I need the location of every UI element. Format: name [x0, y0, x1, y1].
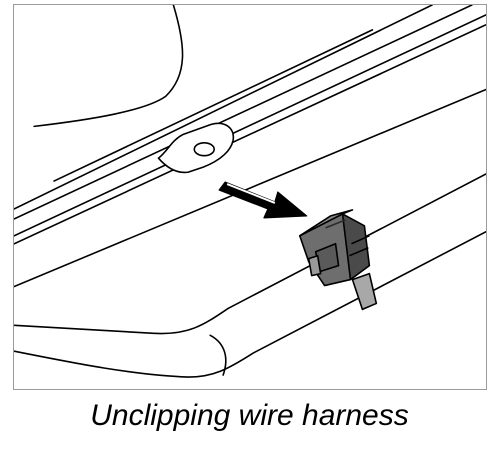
cable-duct-bottom	[14, 231, 486, 378]
sill-rail-lower-a	[14, 14, 486, 237]
sill-rail-lower-c	[14, 88, 486, 288]
sill-rail-upper	[14, 5, 433, 210]
unclipping-illustration	[14, 5, 486, 378]
arrow-right-down-icon	[218, 181, 308, 219]
wire-harness-connector-icon	[298, 209, 378, 311]
sill-rail-lower-b	[14, 24, 486, 245]
cable-duct-bend-seam	[209, 334, 227, 376]
sill-rail-edge	[14, 5, 473, 220]
body-panel-outline	[33, 5, 184, 128]
mounting-tab-icon	[157, 122, 235, 174]
illustration-frame	[13, 4, 487, 390]
cable-duct-top	[14, 173, 486, 335]
sill-rail-inner	[53, 29, 374, 182]
figure-caption: Unclipping wire harness	[90, 399, 409, 432]
